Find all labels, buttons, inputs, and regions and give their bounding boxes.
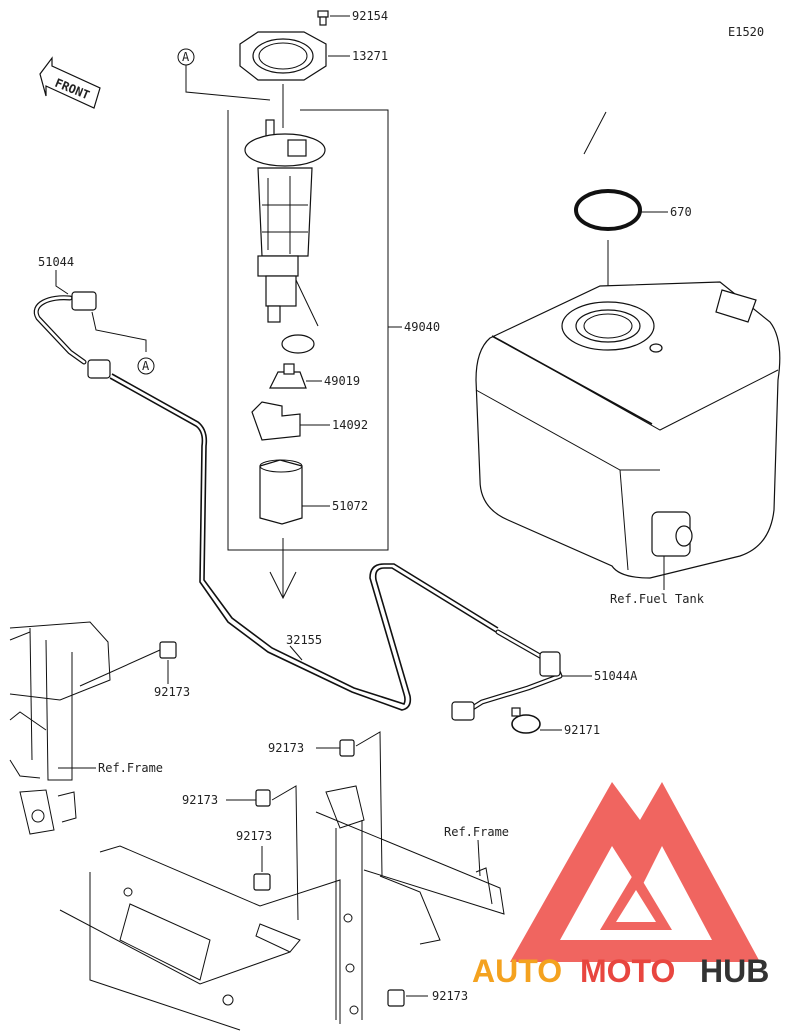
svg-text:HUB: HUB xyxy=(700,953,769,989)
filter-49019: 49019 xyxy=(269,363,360,389)
svg-text:92173: 92173 xyxy=(154,685,190,699)
holder-14092: 14092 xyxy=(251,401,368,441)
fuel-tank: Ref.Fuel Tank xyxy=(475,281,781,606)
gasket-13271: 13271 xyxy=(239,31,388,81)
svg-text:92171: 92171 xyxy=(564,723,600,737)
svg-text:92154: 92154 xyxy=(352,9,388,23)
svg-text:A: A xyxy=(142,359,150,373)
diagram-code: E1520 xyxy=(728,25,764,39)
frame-bottom: Ref.Frame xyxy=(59,785,509,1031)
svg-text:92173: 92173 xyxy=(236,829,272,843)
svg-text:92173: 92173 xyxy=(432,989,468,1003)
watermark-text: AUTO MOTO HUB xyxy=(472,953,769,989)
front-arrow-icon: FRONT xyxy=(39,56,101,109)
svg-text:Ref.Frame: Ref.Frame xyxy=(444,825,509,839)
watermark-logo xyxy=(510,782,760,962)
sleeve-51072: 51072 xyxy=(259,459,368,525)
hose-51044: 51044 A xyxy=(33,255,155,379)
clip-92173-a: 92173 xyxy=(268,731,383,877)
hose-51044a: 51044A xyxy=(451,629,638,721)
clamp-92171: 92171 xyxy=(511,707,600,737)
svg-text:Ref.Frame: Ref.Frame xyxy=(98,761,163,775)
svg-text:51044A: 51044A xyxy=(594,669,638,683)
svg-text:13271: 13271 xyxy=(352,49,388,63)
assembly-bracket xyxy=(227,109,389,551)
clip-92173-c: 92173 xyxy=(236,829,272,891)
svg-text:51044: 51044 xyxy=(38,255,74,269)
svg-text:A: A xyxy=(182,50,190,64)
svg-text:49019: 49019 xyxy=(324,374,360,388)
svg-text:92173: 92173 xyxy=(268,741,304,755)
clip-92173-b: 92173 xyxy=(182,785,299,921)
frame-left: Ref.Frame 92173 xyxy=(9,621,190,835)
svg-text:51072: 51072 xyxy=(332,499,368,513)
fuel-line-32155: 32155 xyxy=(109,373,499,711)
clip-92173-d: 92173 xyxy=(387,989,468,1007)
svg-text:MOTO: MOTO xyxy=(580,953,675,989)
label-49040: 49040 xyxy=(404,320,440,334)
svg-text:Ref.Fuel Tank: Ref.Fuel Tank xyxy=(610,592,705,606)
o-ring-670: 670 xyxy=(574,111,692,300)
bolt-92154: 92154 xyxy=(317,9,388,26)
fuel-pump-module xyxy=(244,119,326,354)
callout-a-top: A xyxy=(177,48,271,101)
svg-text:14092: 14092 xyxy=(332,418,368,432)
svg-text:92173: 92173 xyxy=(182,793,218,807)
svg-text:AUTO: AUTO xyxy=(472,953,562,989)
svg-text:32155: 32155 xyxy=(286,633,322,647)
svg-text:670: 670 xyxy=(670,205,692,219)
